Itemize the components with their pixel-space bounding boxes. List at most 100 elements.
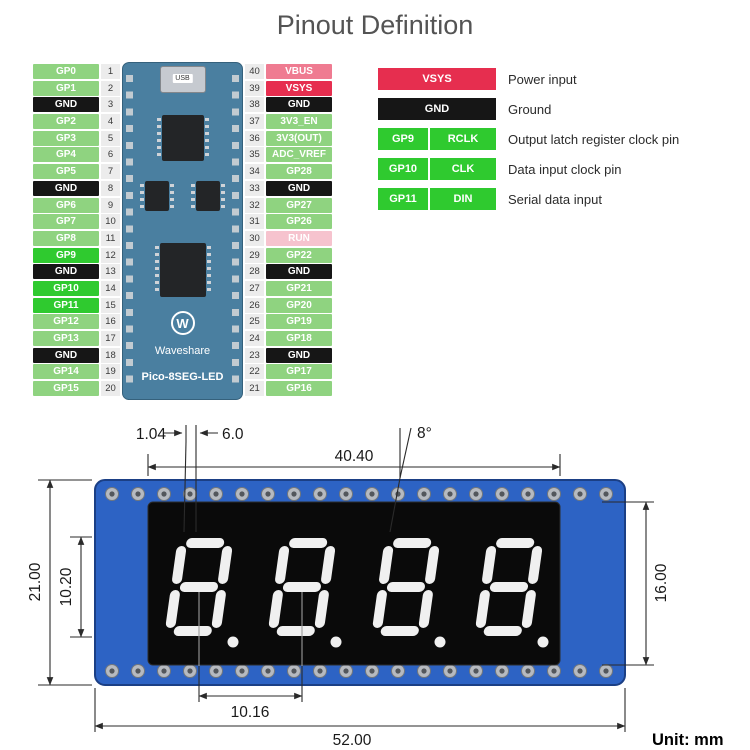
pin-hole-center bbox=[499, 668, 505, 674]
pin-label: 3V3(OUT) bbox=[266, 130, 332, 146]
pin-hole-center bbox=[239, 668, 245, 674]
brand-text: Waveshare bbox=[154, 345, 211, 357]
pin-hole-center bbox=[213, 491, 219, 497]
dim-seg-thickness: 1.04 6.0 bbox=[136, 425, 244, 533]
dim-label-digit-width: 6.0 bbox=[222, 426, 244, 443]
pin-number: 3 bbox=[101, 97, 120, 113]
pin-hole-center bbox=[161, 668, 167, 674]
pin-number: 19 bbox=[101, 364, 120, 380]
pin-label: GP9 bbox=[33, 247, 99, 263]
model-text: Pico-8SEG-LED bbox=[141, 371, 224, 383]
pin-label: GND bbox=[266, 97, 332, 113]
legend-chip-group: GND bbox=[378, 98, 496, 120]
legend-description: Serial data input bbox=[508, 191, 602, 207]
pin-number: 32 bbox=[245, 197, 264, 213]
pin-label: GP16 bbox=[266, 381, 332, 397]
pin-number: 23 bbox=[245, 347, 264, 363]
pin-label: GP5 bbox=[33, 164, 99, 180]
dim-label-display-height: 16.00 bbox=[653, 563, 670, 602]
legend-row: GND Ground bbox=[378, 98, 679, 120]
pin-number: 31 bbox=[245, 214, 264, 230]
pin-label: GP6 bbox=[33, 197, 99, 213]
dim-digit-pitch: 10.16 bbox=[198, 592, 303, 721]
legend-chip-group: VSYS bbox=[378, 68, 496, 90]
pin-hole-center bbox=[291, 491, 297, 497]
pin-hole-center bbox=[213, 668, 219, 674]
pin-number: 24 bbox=[245, 331, 264, 346]
legend-chip: GND bbox=[378, 98, 496, 120]
ic-chip bbox=[154, 243, 211, 297]
legend-chip: DIN bbox=[430, 188, 496, 210]
pcb-holes bbox=[105, 487, 613, 678]
legend-chip: GP9 bbox=[378, 128, 428, 150]
dim-label-digit-pitch: 10.16 bbox=[231, 704, 270, 721]
dim-board-width: 52.00 bbox=[94, 688, 626, 749]
pin-number: 4 bbox=[101, 114, 120, 130]
pin-hole-center bbox=[551, 491, 557, 497]
pin-number: 33 bbox=[245, 180, 264, 196]
waveshare-logo-icon: W bbox=[170, 311, 195, 335]
decimal-point bbox=[330, 636, 342, 648]
legend-chip: CLK bbox=[430, 158, 496, 180]
pin-hole-center bbox=[265, 491, 271, 497]
pin-number: 35 bbox=[245, 147, 264, 163]
pin-number: 21 bbox=[245, 381, 264, 397]
pin-number: 8 bbox=[101, 180, 120, 196]
decimal-point bbox=[227, 636, 239, 648]
pin-label: GP11 bbox=[33, 297, 99, 313]
pin-hole-center bbox=[187, 491, 193, 497]
pin-hole-center bbox=[421, 491, 427, 497]
pin-label: GP19 bbox=[266, 314, 332, 330]
pin-number: 15 bbox=[101, 297, 120, 313]
pin-number: 18 bbox=[101, 347, 120, 363]
pin-number: 7 bbox=[101, 164, 120, 180]
pin-label: GP15 bbox=[33, 381, 99, 397]
pin-hole-center bbox=[161, 491, 167, 497]
pin-label: GP2 bbox=[33, 114, 99, 130]
pin-label: GP0 bbox=[33, 64, 99, 79]
pin-hole-center bbox=[291, 668, 297, 674]
pin-label: GP12 bbox=[33, 314, 99, 330]
pin-hole-center bbox=[447, 668, 453, 674]
pin-number: 22 bbox=[245, 364, 264, 380]
pin-label: GND bbox=[33, 347, 99, 363]
legend-description: Ground bbox=[508, 101, 552, 117]
pin-hole-center bbox=[525, 668, 531, 674]
dimension-drawing: 1.04 6.0 8° 40.40 21.00 10.20 bbox=[27, 425, 724, 749]
pin-hole-center bbox=[499, 491, 505, 497]
pin-number: 34 bbox=[245, 164, 264, 180]
pin-label: GP17 bbox=[266, 364, 332, 380]
ic-chip bbox=[140, 181, 174, 211]
unit-label: Unit: mm bbox=[652, 731, 724, 749]
dim-digit-height: 10.20 bbox=[58, 536, 92, 638]
pin-hole-center bbox=[109, 491, 115, 497]
pin-label: GND bbox=[266, 180, 332, 196]
pin-label: GP10 bbox=[33, 280, 99, 296]
pin-label: GP26 bbox=[266, 214, 332, 230]
pin-label: GP18 bbox=[266, 331, 332, 346]
usb-label: USB bbox=[172, 74, 193, 83]
pin-label: GP28 bbox=[266, 164, 332, 180]
